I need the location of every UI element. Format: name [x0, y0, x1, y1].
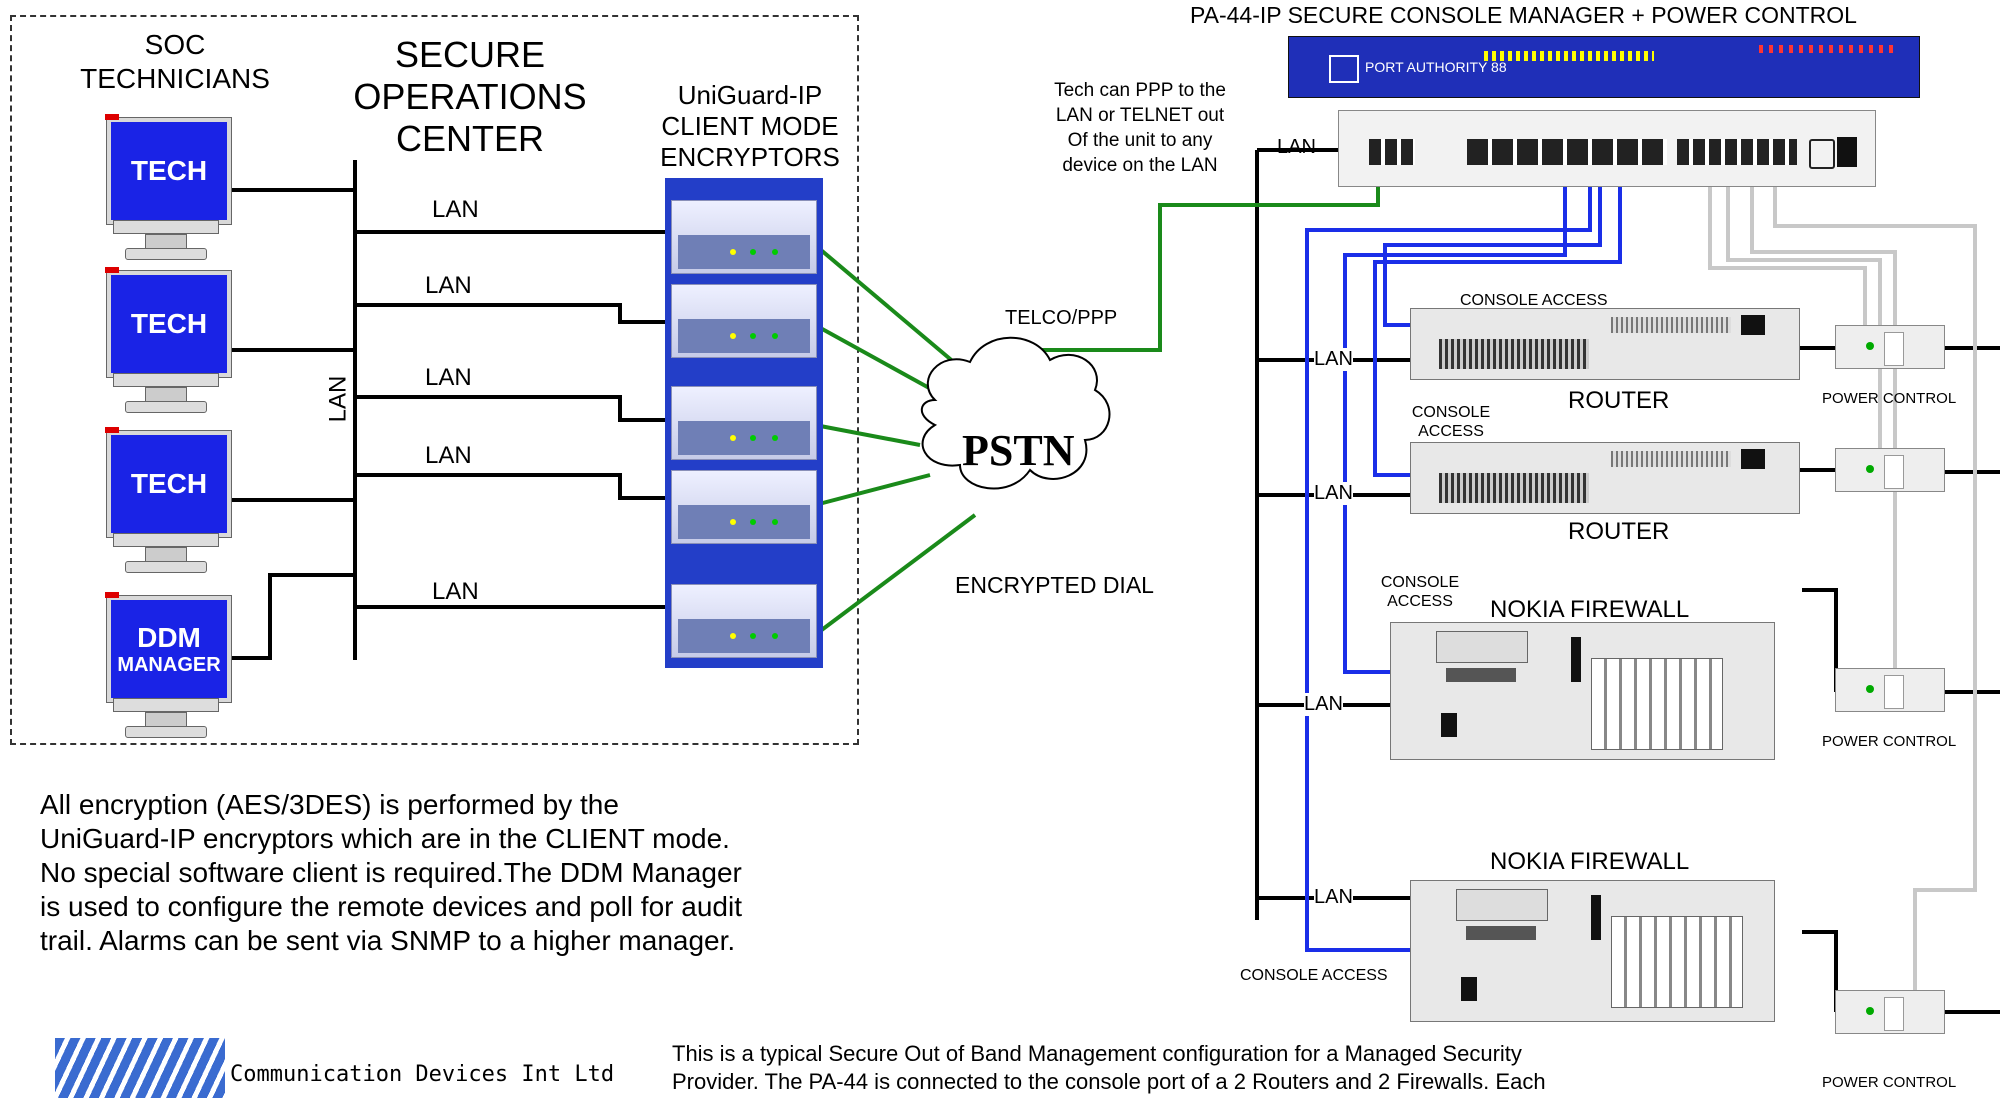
firewall-label: NOKIA FIREWALL [1490, 848, 1690, 875]
tech-note: Tech can PPP to the LAN or TELNET out Of… [1054, 80, 1226, 176]
pa44-power-socket [1837, 137, 1857, 167]
pa44-front-panel: PORT AUTHORITY 88 [1288, 36, 1920, 98]
soc-technicians-label: SOC TECHNICIANS [80, 29, 270, 94]
footer-text: This is a typical Secure Out of Band Man… [672, 1041, 1546, 1094]
power-control-unit-2 [1835, 448, 1945, 492]
router-1 [1410, 308, 1800, 380]
console-line-fw1 [1343, 183, 1567, 674]
soc-vertical-lan-label: LAN [324, 375, 352, 423]
company-name: Communication Devices Int Ltd [230, 1062, 615, 1087]
power-control-unit-4 [1835, 990, 1945, 1034]
lan-label: LAN [425, 272, 472, 299]
power-line-3 [1750, 183, 1897, 670]
console-access-label: CONSOLE ACCESS [1240, 967, 1388, 984]
description-text: All encryption (AES/3DES) is performed b… [40, 789, 742, 956]
encryptor-4 [671, 470, 817, 544]
lan-tag: LAN [1304, 693, 1343, 716]
tech-monitor-2: TECH [103, 265, 231, 415]
lan-tag: LAN [1314, 348, 1353, 371]
firewall-label: NOKIA FIREWALL [1490, 596, 1690, 623]
power-control-unit-1 [1835, 325, 1945, 369]
pa44-logo-icon [1329, 55, 1359, 83]
console-line-router2 [1373, 183, 1622, 477]
console-line-fw2 [1305, 183, 1592, 952]
power-line-4 [1773, 183, 1977, 990]
pa44-status-leds [1759, 45, 1899, 53]
lan-label: LAN [432, 578, 479, 605]
console-access-label: CONSOLE ACCESS [1380, 574, 1460, 610]
lan-link-enc2 [355, 303, 670, 324]
soc-center-label: SECURE OPERATIONS CENTER [353, 34, 587, 159]
lan-tag: LAN [1314, 886, 1353, 909]
monitor-label: TECH [130, 308, 208, 339]
power-line-1 [1708, 183, 1867, 325]
pa44-port-leds [1484, 51, 1654, 61]
lan-label: LAN [425, 442, 472, 469]
tech-monitor-3: TECH [103, 425, 231, 575]
top-title: PA-44-IP SECURE CONSOLE MANAGER + POWER … [1190, 2, 1857, 28]
pa44-power-switch [1809, 139, 1835, 169]
pa44-rear-panel [1338, 110, 1876, 187]
pa44-console-ports [1467, 139, 1667, 165]
power-control-unit-3 [1835, 668, 1945, 712]
console-line-router1 [1383, 183, 1602, 327]
lan-tag: LAN [1314, 482, 1353, 505]
console-access-label: CONSOLE ACCESS [1460, 292, 1608, 309]
pa44-brand: PORT AUTHORITY 88 [1365, 59, 1507, 75]
encryptor-1 [671, 200, 817, 274]
company-logo-icon [55, 1038, 225, 1098]
pa44-lan-tag: LAN [1277, 136, 1316, 158]
encrypted-dial-label: ENCRYPTED DIAL [955, 572, 1154, 598]
lan-link-ddm [225, 573, 355, 660]
lan-label: LAN [432, 196, 479, 223]
power-control-label: POWER CONTROL [1822, 1074, 1957, 1091]
pa44-power-ports [1677, 139, 1797, 165]
pa44-telco-ports [1369, 139, 1415, 165]
soc-boundary [10, 15, 859, 745]
telco-ppp-label: TELCO/PPP [1005, 307, 1118, 329]
power-control-label: POWER CONTROL [1822, 733, 1957, 750]
lan-link-enc4 [355, 473, 670, 500]
router-2 [1410, 442, 1800, 514]
pstn-label: PSTN [962, 426, 1075, 475]
encryptor-2 [671, 284, 817, 358]
encryptor-3 [671, 386, 817, 460]
tech-monitor-1: TECH [103, 112, 231, 262]
console-access-label: CONSOLE ACCESS [1411, 404, 1491, 440]
monitor-sublabel: MANAGER [117, 653, 221, 676]
lan-link-enc3 [355, 395, 670, 422]
router-label: ROUTER [1568, 518, 1670, 545]
pstn-cloud [920, 336, 1111, 490]
monitor-label: DDM [137, 621, 201, 653]
encryptor-5 [671, 584, 817, 658]
encryptors-label: UniGuard-IP CLIENT MODE ENCRYPTORS [660, 80, 840, 172]
nokia-firewall-1 [1390, 622, 1775, 760]
nokia-firewall-2 [1410, 880, 1775, 1022]
monitor-label: TECH [130, 155, 208, 186]
router-label: ROUTER [1568, 387, 1670, 414]
lan-label: LAN [425, 364, 472, 391]
power-control-label: POWER CONTROL [1822, 390, 1957, 407]
monitor-label: TECH [130, 468, 208, 499]
